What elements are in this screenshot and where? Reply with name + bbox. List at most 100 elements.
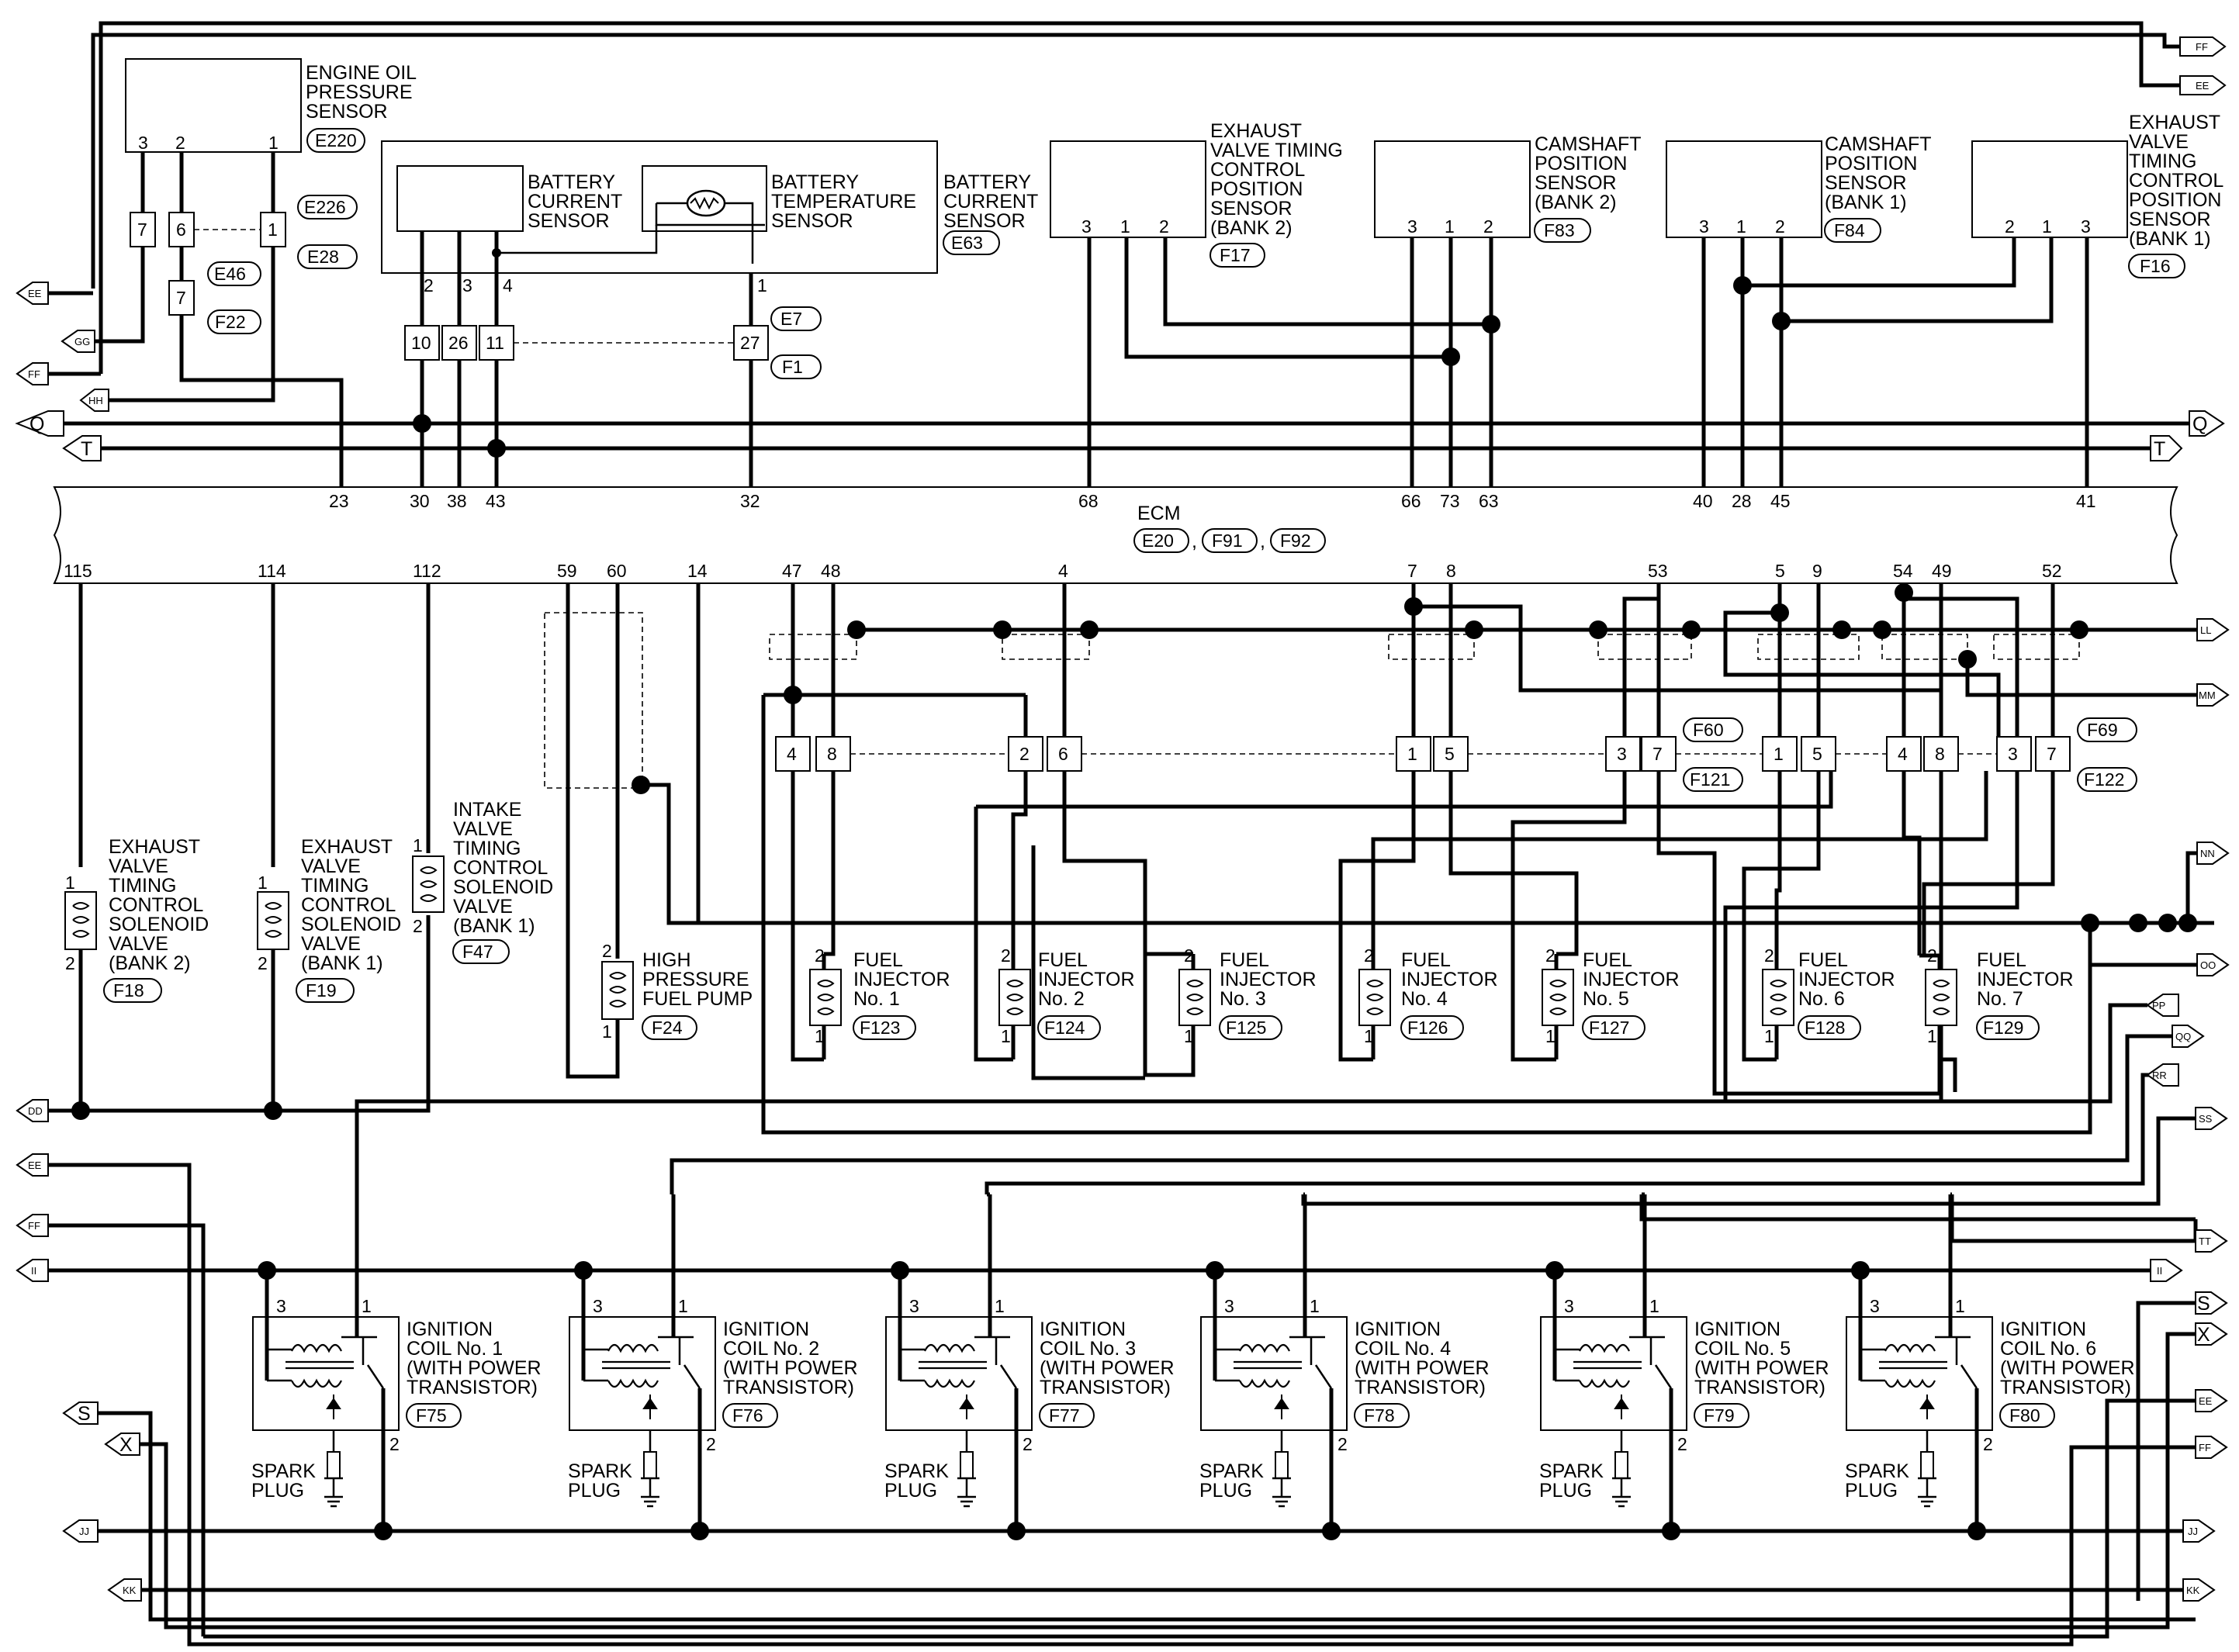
pin-number: 3 bbox=[1617, 744, 1627, 764]
arrow-t-left-label: T bbox=[81, 438, 92, 460]
pin-number: 1 bbox=[1764, 1026, 1774, 1046]
label-line: (WITH POWER bbox=[1694, 1357, 1829, 1379]
pin-number: 2 bbox=[65, 953, 75, 973]
junction-dot bbox=[1967, 1522, 1986, 1540]
solenoid-evtc-bank2: 1 2 EXHAUST VALVE TIMING CONTROL SOLENOI… bbox=[64, 836, 209, 1003]
label-line: COIL No. 4 bbox=[1355, 1338, 1451, 1360]
arrow-q-left bbox=[15, 410, 64, 437]
joint-connector-battery: 10 26 11 27 E7 F1 bbox=[404, 306, 822, 379]
label-line: IGNITION bbox=[1694, 1318, 1780, 1340]
connector-id: F78 bbox=[1364, 1405, 1395, 1426]
pin-number: 1 bbox=[258, 873, 268, 893]
pin-number: 1 bbox=[757, 275, 767, 295]
label-line: CONTROL bbox=[2129, 170, 2223, 192]
arrow-ee-right-bottom-label: EE bbox=[2199, 1395, 2213, 1407]
connector-id: F123 bbox=[860, 1018, 900, 1038]
connector-badge bbox=[1694, 1403, 1749, 1428]
pin-number: 2 bbox=[1338, 1434, 1348, 1454]
pin-number: 3 bbox=[276, 1296, 286, 1316]
arrow-kk-left bbox=[107, 1578, 142, 1602]
fuel-injector-4: 2 1 FUEL INJECTOR No. 4 F126 bbox=[1358, 945, 1498, 1059]
pin-number: 2 bbox=[1019, 744, 1030, 764]
ecm-bottom-pins: 115 114 112 59 60 14 47 48 4 7 8 53 5 9 … bbox=[64, 561, 2062, 581]
arrow-s-right bbox=[2195, 1291, 2228, 1315]
pin-number: 2 bbox=[602, 941, 612, 961]
arrow-q-right-label: Q bbox=[2192, 413, 2207, 435]
arrow-x-left bbox=[104, 1433, 140, 1456]
label-line: IGNITION bbox=[2000, 1318, 2086, 1340]
label-line: INJECTOR bbox=[1977, 969, 2074, 990]
arrow-ee-right-bottom bbox=[2195, 1389, 2228, 1412]
pin-number: 3 bbox=[593, 1296, 603, 1316]
pin-number: 2 bbox=[1483, 216, 1493, 237]
arrow-ee-left-bottom-label: EE bbox=[28, 1160, 42, 1171]
pin-number: 1 bbox=[1927, 1026, 1937, 1046]
arrow-oo-right bbox=[2196, 953, 2230, 976]
label-line: POSITION bbox=[1535, 153, 1627, 175]
arrow-hh-left-label: HH bbox=[88, 395, 103, 406]
pin-number: 1 bbox=[1001, 1026, 1011, 1046]
pin-number: 1 bbox=[815, 1026, 825, 1046]
arrow-ff-top-right-label: FF bbox=[2196, 41, 2208, 53]
label-line: FUEL bbox=[1220, 949, 1269, 971]
pin-number: 1 bbox=[1407, 744, 1417, 764]
connector-id: F19 bbox=[306, 980, 337, 1001]
arrow-s-right-label: S bbox=[2197, 1293, 2210, 1315]
arrow-ii-left bbox=[16, 1259, 49, 1282]
connector-id: F16 bbox=[2140, 256, 2171, 276]
pin-number: 7 bbox=[176, 288, 186, 308]
junction-dot bbox=[1662, 1522, 1680, 1540]
connector-id: F69 bbox=[2087, 720, 2118, 740]
label-line: FUEL bbox=[1798, 949, 1848, 971]
connector-id: F17 bbox=[1220, 245, 1251, 265]
label-line: FUEL bbox=[1038, 949, 1088, 971]
arrow-ff-left-bottom-label: FF bbox=[28, 1220, 40, 1232]
label-line: FUEL bbox=[1977, 949, 2026, 971]
arrow-q-right bbox=[2189, 410, 2225, 437]
ecm-sep: , bbox=[1192, 531, 1197, 552]
connector-badge bbox=[722, 1403, 778, 1428]
pin-number: 41 bbox=[2076, 491, 2096, 511]
pin-number: 5 bbox=[1445, 744, 1455, 764]
pin-number: 1 bbox=[1184, 1026, 1194, 1046]
pin-number: 32 bbox=[740, 491, 760, 511]
arrow-rr-right-label: RR bbox=[2152, 1070, 2167, 1081]
pin-number: 3 bbox=[1870, 1296, 1880, 1316]
pin-number: 3 bbox=[138, 133, 148, 153]
label-line: BATTERY bbox=[771, 171, 859, 193]
fuel-injector-3: 2 1 FUEL INJECTOR No. 3 F125 bbox=[1143, 861, 1317, 1059]
connector-id: E7 bbox=[780, 309, 802, 329]
arrow-jj-left bbox=[62, 1519, 99, 1543]
arrow-dd-left-label: DD bbox=[28, 1105, 43, 1117]
engine-oil-pressure-sensor: ENGINE OIL PRESSURE SENSOR E220 3 2 1 bbox=[125, 58, 417, 153]
label-line: SOLENOID bbox=[301, 914, 401, 935]
label-line: POSITION bbox=[2129, 189, 2221, 211]
pin-number: 2 bbox=[1364, 945, 1374, 966]
pin-number: 11 bbox=[486, 333, 504, 353]
label-line: SENSOR bbox=[2129, 209, 2211, 230]
label-line: SENSOR bbox=[771, 210, 853, 232]
pin-number: 4 bbox=[503, 275, 513, 295]
label-line: TIMING bbox=[109, 875, 177, 897]
pin-number: 27 bbox=[740, 333, 760, 353]
spark-plug-label: PLUG bbox=[1845, 1480, 1898, 1502]
pin-number: 59 bbox=[557, 561, 577, 581]
pin-number: 3 bbox=[1081, 216, 1092, 237]
spark-plug-label: SPARK bbox=[884, 1460, 949, 1482]
arrow-gg-left-label: GG bbox=[74, 336, 90, 347]
pin-number: 14 bbox=[687, 561, 708, 581]
arrow-mm-right bbox=[2196, 683, 2230, 707]
connector-id: F76 bbox=[732, 1405, 763, 1426]
pin-number: 2 bbox=[2005, 216, 2015, 237]
label-line: SENSOR bbox=[306, 101, 388, 123]
connector-id: F60 bbox=[1693, 720, 1724, 740]
label-line: VALVE bbox=[109, 933, 168, 955]
label-line: IGNITION bbox=[407, 1318, 493, 1340]
label-line: No. 1 bbox=[853, 988, 900, 1010]
pin-number: 1 bbox=[1310, 1296, 1320, 1316]
pin-number: 30 bbox=[410, 491, 430, 511]
pin-number: 3 bbox=[462, 275, 472, 295]
